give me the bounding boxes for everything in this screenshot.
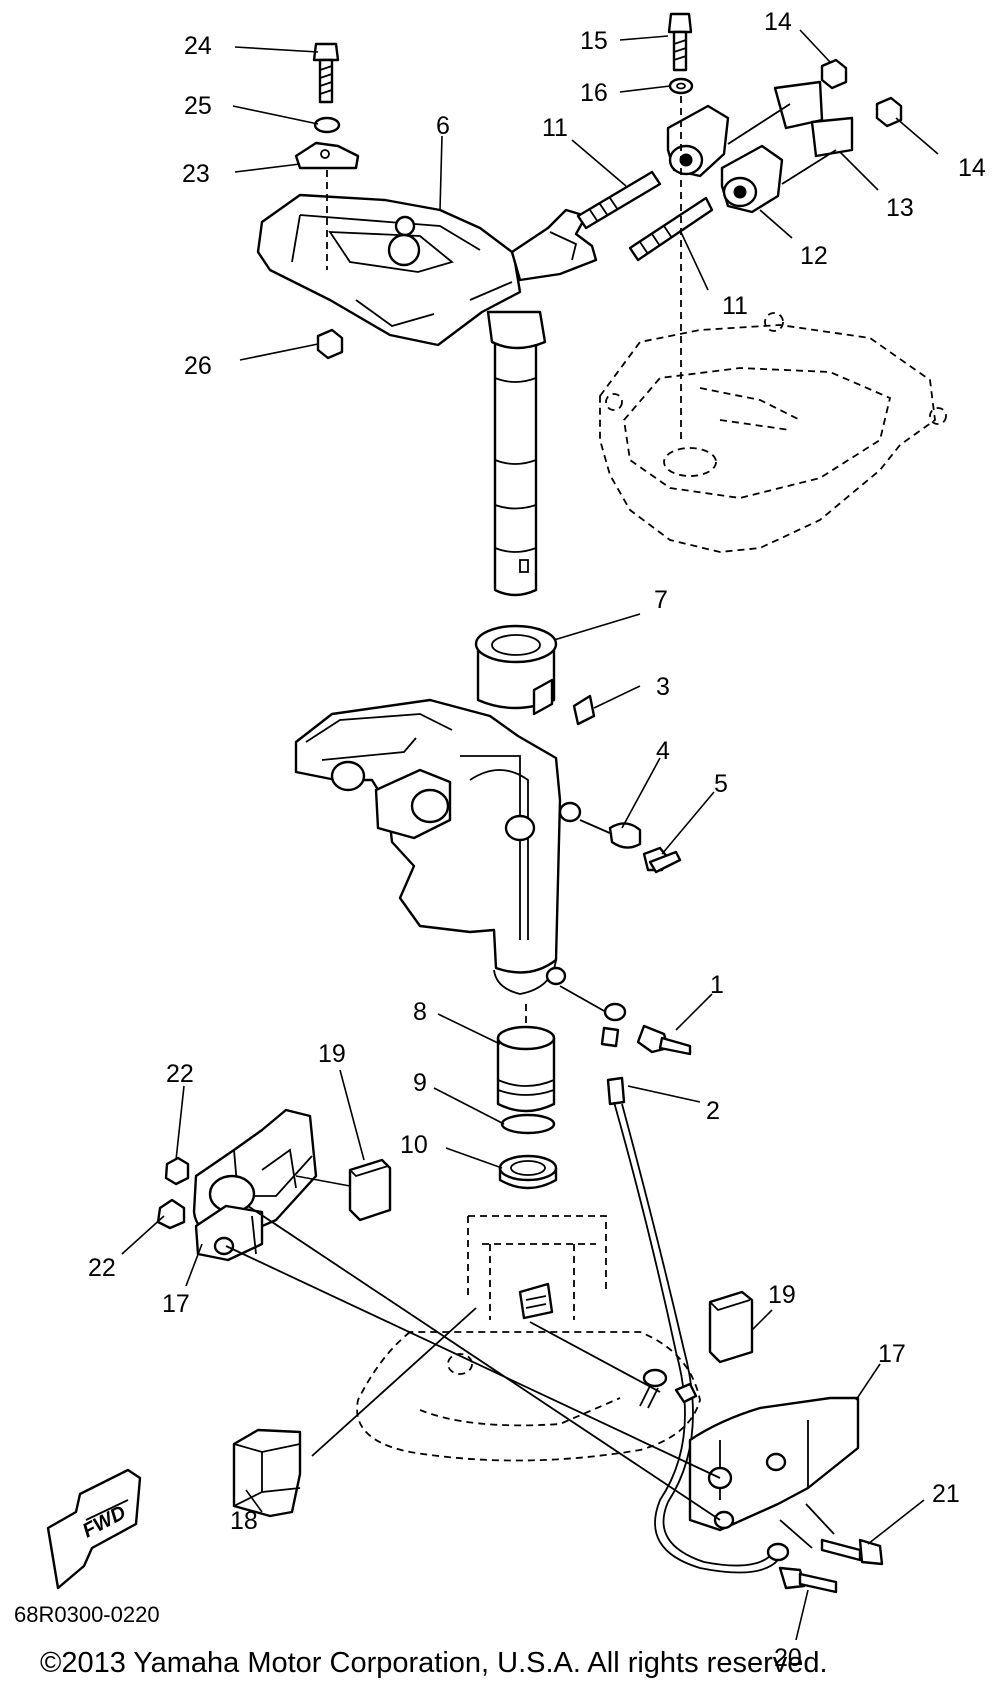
callout-labels: 1 2 3 4 5 6 7 8 9 10 11 11 12 13 14 14 1… <box>88 8 986 1672</box>
callout-18: 18 <box>230 1507 258 1535</box>
steering-bracket-part-6 <box>256 193 598 597</box>
callout-10: 10 <box>400 1131 428 1159</box>
callout-4: 4 <box>656 737 670 765</box>
callout-7: 7 <box>654 586 668 614</box>
callout-15: 15 <box>580 27 608 55</box>
callout-12: 12 <box>800 242 828 270</box>
lower-case <box>356 1215 701 1462</box>
callout-25: 25 <box>184 92 212 120</box>
callout-17-left: 17 <box>162 1290 190 1318</box>
callout-5: 5 <box>714 770 728 798</box>
clamp-left-part-17 <box>156 1108 392 1262</box>
upper-mount-assembly <box>576 12 903 440</box>
lower-bushings <box>496 1004 558 1190</box>
callout-3: 3 <box>656 673 670 701</box>
callout-26: 26 <box>184 352 212 380</box>
callout-6: 6 <box>436 112 450 140</box>
callout-1: 1 <box>710 971 724 999</box>
guide-lines <box>225 1205 835 1549</box>
callout-17-right: 17 <box>878 1340 906 1368</box>
callout-22-top: 22 <box>166 1060 194 1088</box>
callout-2: 2 <box>706 1097 720 1125</box>
clamp-right-part-17 <box>232 1290 884 1594</box>
swivel-bracket <box>294 624 692 1056</box>
callout-9: 9 <box>413 1069 427 1097</box>
fwd-arrow-icon: FWD <box>46 1468 142 1590</box>
callout-16: 16 <box>580 79 608 107</box>
callout-19-right: 19 <box>768 1281 796 1309</box>
callout-14-top: 14 <box>764 8 792 36</box>
copyright-notice: ©2013 Yamaha Motor Corporation, U.S.A. A… <box>40 1647 828 1679</box>
top-left-hardware <box>294 42 360 360</box>
callout-23: 23 <box>182 160 210 188</box>
callout-8: 8 <box>413 998 427 1026</box>
callout-20: 20 <box>774 1644 802 1672</box>
leader-lines <box>121 29 939 1641</box>
callout-13: 13 <box>886 194 914 222</box>
callout-24: 24 <box>184 32 212 60</box>
callout-19-left: 19 <box>318 1040 346 1068</box>
drawing-code: 68R0300-0220 <box>14 1602 160 1627</box>
ground-wire-part-2 <box>606 1076 790 1574</box>
callout-11-bottom: 11 <box>722 292 748 320</box>
callout-22-bottom: 22 <box>88 1254 116 1282</box>
callout-21: 21 <box>932 1480 960 1508</box>
callout-11-top: 11 <box>542 114 568 142</box>
callout-14-right: 14 <box>958 154 986 182</box>
engine-base-casting <box>599 312 947 553</box>
